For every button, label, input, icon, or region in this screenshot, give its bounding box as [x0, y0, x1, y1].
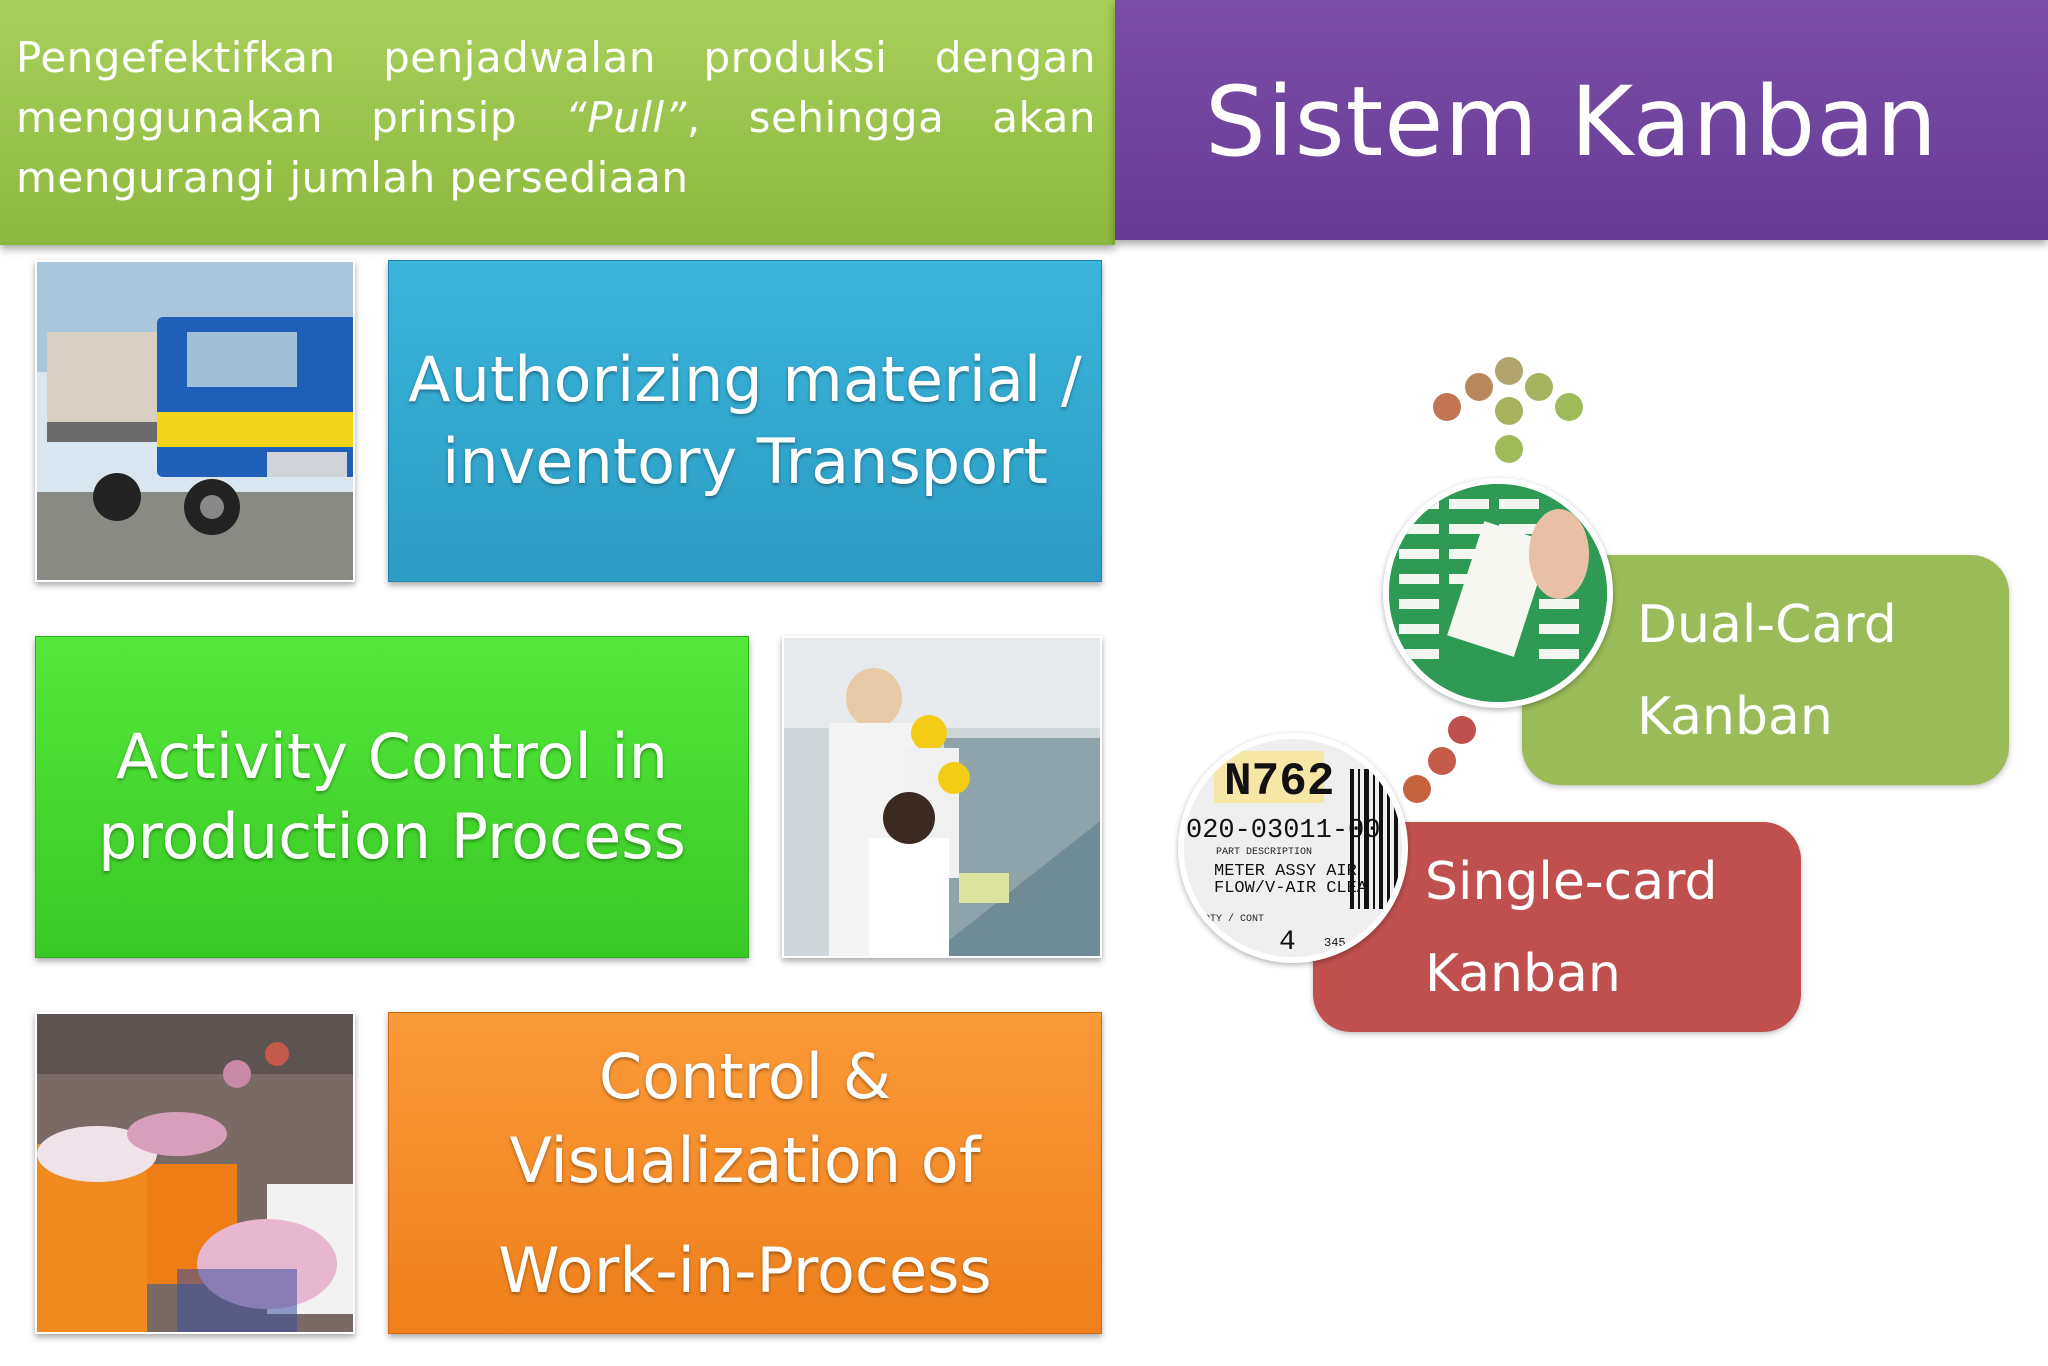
arrow-dot: [1555, 393, 1583, 421]
arrow-dot: [1525, 373, 1553, 401]
arrow-dot: [1495, 435, 1523, 463]
arrow-dot: [1433, 393, 1461, 421]
connector-dot: [1403, 775, 1431, 803]
kanban-part-no: 020-03011-00: [1186, 816, 1380, 846]
kanban-label-photo: N762 020-03011-00 PART DESCRIPTION METER…: [1178, 733, 1408, 963]
connector-dot: [1428, 747, 1456, 775]
garment-factory-photo: [35, 1012, 355, 1334]
pull-term: “Pull”: [565, 93, 687, 142]
svg-text:FLOW/V-AIR CLEA: FLOW/V-AIR CLEA: [1214, 879, 1368, 898]
svg-text:4: 4: [1279, 927, 1296, 957]
truck-photo: [35, 260, 355, 582]
connector-dot: [1448, 716, 1476, 744]
arrow-dot: [1465, 373, 1493, 401]
arrow-dot: [1495, 397, 1523, 425]
arrow-dot: [1495, 357, 1523, 385]
svg-text:345: 345: [1324, 936, 1346, 950]
subtitle-banner: [0, 0, 1115, 245]
svg-text:METER ASSY AIR: METER ASSY AIR: [1214, 862, 1357, 881]
kanban-number: N762: [1224, 756, 1334, 808]
authorizing-transport-box: Authorizing material /inventory Transpor…: [388, 260, 1102, 582]
svg-text:QTY / CONT: QTY / CONT: [1204, 913, 1264, 925]
page-title: Sistem Kanban: [1205, 66, 1938, 178]
dual-card-kanban-photo: [1383, 478, 1613, 708]
title-banner: [1115, 0, 2048, 240]
factory-workers-photo: [782, 636, 1102, 958]
svg-text:PART DESCRIPTION: PART DESCRIPTION: [1216, 847, 1312, 858]
subtitle-text: Pengefektifkan penjadwalan produksi deng…: [16, 33, 1096, 202]
